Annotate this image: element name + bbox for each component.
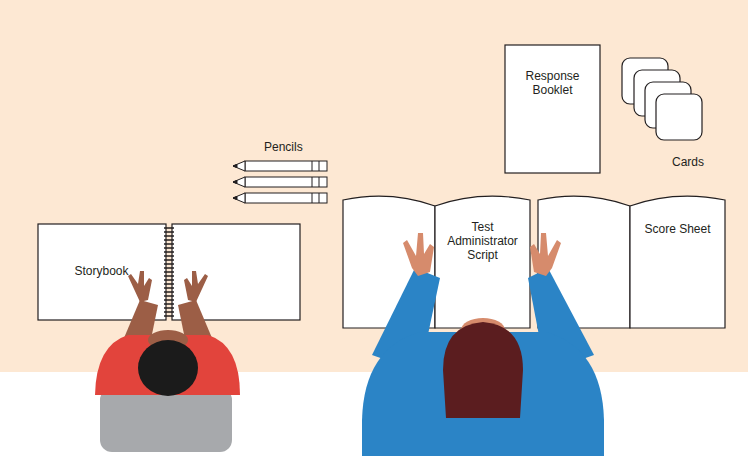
booklet-shape [505,45,600,173]
pencils [233,161,327,203]
pencils-label: Pencils [264,140,303,154]
cards-stack [622,58,702,140]
adult-figure [362,233,604,456]
storybook-page: Storybook [38,224,165,320]
node-label: Response Booklet [518,69,588,97]
table-top [0,0,748,372]
node-label: Test Administrator Script [442,220,524,262]
child-figure [95,271,240,452]
script-page: Test Administrator Script [435,206,530,328]
node-label: Storybook [74,264,128,278]
booklet-box: Response Booklet [505,45,600,173]
cards-label: Cards [672,155,704,169]
score-sheet-page: Score Sheet [630,206,725,328]
node-label: Score Sheet [644,222,710,236]
storybook-shape [38,224,300,320]
